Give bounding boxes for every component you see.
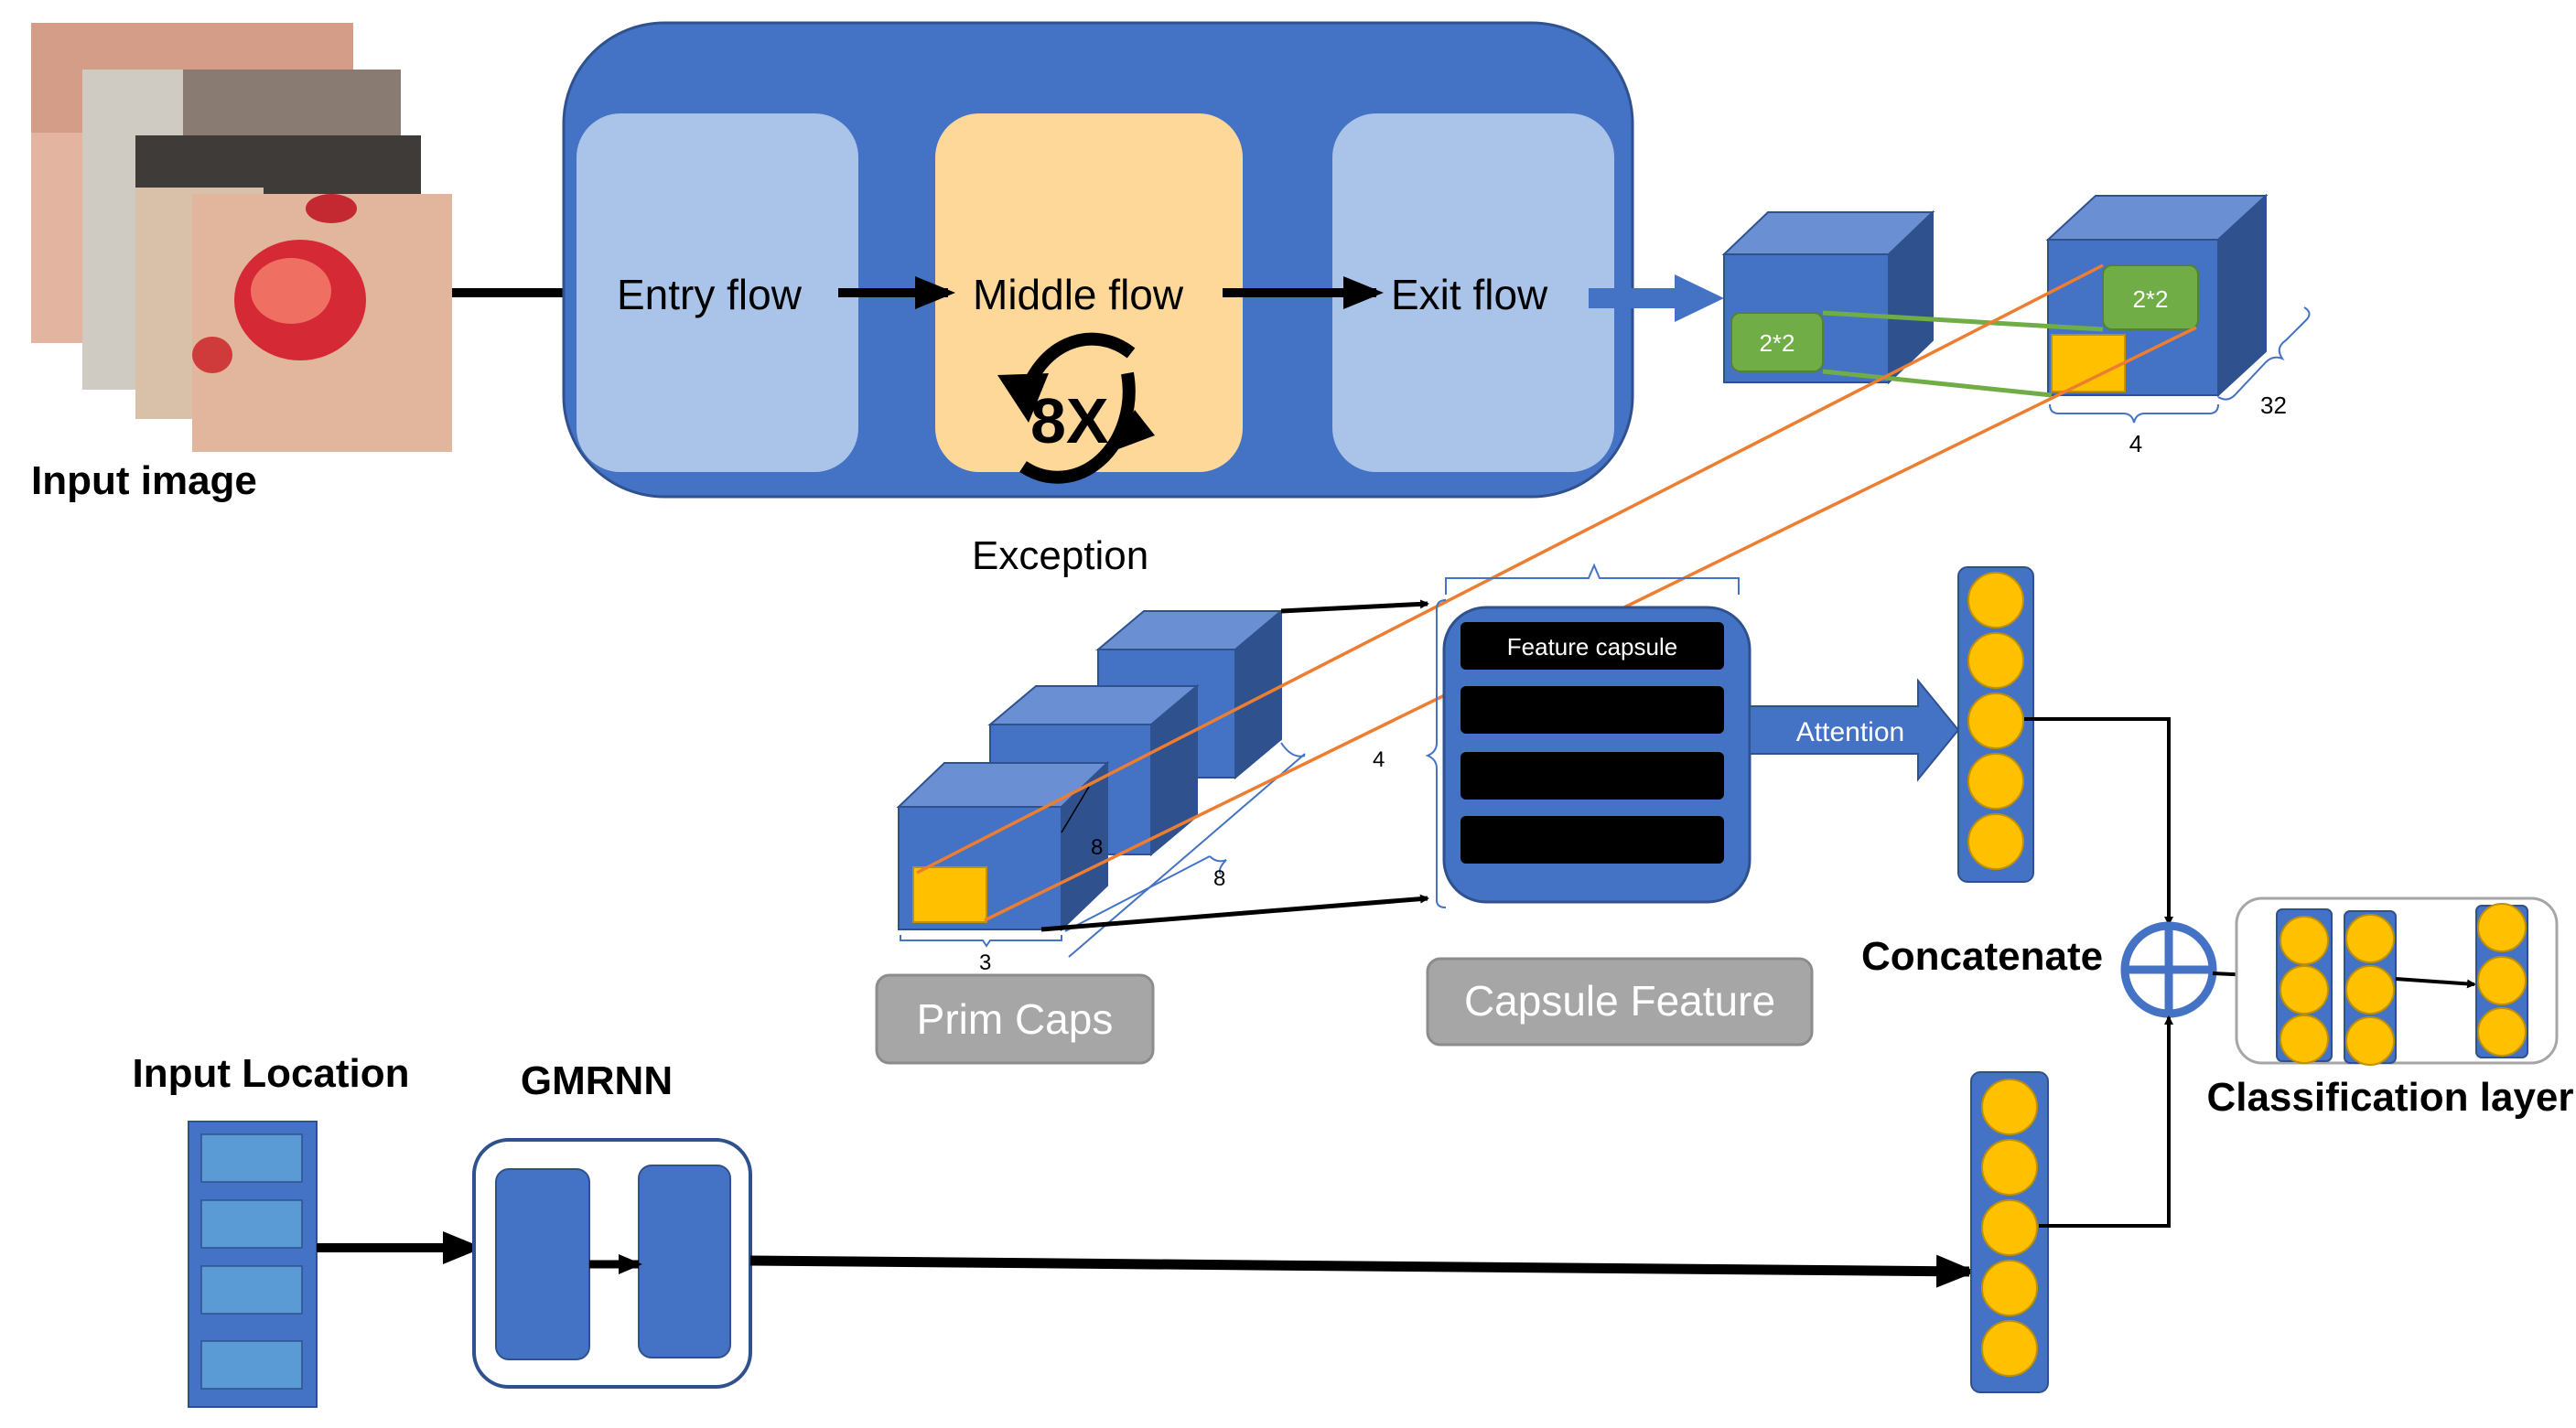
prim-width-brace [900, 935, 1062, 948]
prim-caps-cube-front [896, 760, 1110, 932]
capsule-row-4 [1460, 816, 1724, 864]
prim-caps-button [875, 973, 1155, 1065]
width-brace [2049, 403, 2219, 424]
entry-flow-box [577, 113, 858, 472]
exit-flow-label: Exit flow [1391, 271, 1548, 318]
middle-flow-label: Middle flow [973, 271, 1184, 318]
location-vector [1970, 1071, 2049, 1393]
capsule-feature-label: Capsule Feature [1464, 977, 1775, 1025]
width-dim-label: 4 [2129, 430, 2142, 457]
classification-label: Classification layer [2206, 1075, 2573, 1120]
prim-to-capsule-arrow-bottom [1040, 894, 1429, 932]
repeat-label: 8X [1030, 385, 1109, 456]
prim-yellow-patch [912, 866, 987, 923]
capsule-feature-button [1426, 957, 1814, 1047]
concatenate-icon [2120, 921, 2217, 1018]
orange-link-top [916, 263, 2104, 875]
xception-block: Entry flow Middle flow Exit flow 8X Exce… [562, 21, 1634, 578]
capsule-row-1 [1460, 622, 1724, 670]
green-link-bottom [1822, 369, 2053, 398]
entry-flow-label: Entry flow [617, 271, 803, 318]
capsule-row-2 [1460, 686, 1724, 734]
input-image-stack: Input image [31, 23, 611, 503]
prim-dim-c: 3 [979, 950, 991, 975]
exit-flow-box [1332, 113, 1614, 472]
attention-label: Attention [1796, 717, 1904, 747]
right-yellow-patch [2051, 334, 2126, 392]
feature-map-right: 2*2 [2045, 193, 2269, 398]
prim-dim-a: 8 [1091, 835, 1103, 860]
classifier-inner-arrow [2395, 977, 2476, 989]
left-kernel-label: 2*2 [1759, 329, 1795, 357]
left-kernel-box [1730, 312, 1824, 372]
depth-brace [2217, 306, 2311, 401]
prim-dim-b: 8 [1213, 866, 1225, 891]
green-link-top [1822, 310, 2104, 332]
attention-vector [1957, 566, 2034, 883]
input-image-label: Input image [31, 458, 257, 503]
attention-to-concat-arrow [2024, 717, 2173, 926]
capsule-width-brace [1445, 563, 1740, 595]
prim-to-capsule-arrow-top [1280, 599, 1429, 614]
gmrnn-to-vector-arrow [749, 1254, 1977, 1288]
xception-caption: Exception [972, 533, 1148, 578]
capsule-height-label: 4 [1373, 747, 1385, 772]
input-location-block [188, 1121, 318, 1408]
right-kernel-box [2102, 264, 2199, 330]
repeat-loop-icon [997, 332, 1155, 484]
classifier-column-2 [2344, 910, 2397, 1066]
classifier-column-3 [2475, 903, 2528, 1058]
depth-dim-label: 32 [2260, 392, 2287, 419]
gmrnn-label: GMRNN [521, 1058, 673, 1103]
classifier-column-1 [2276, 908, 2333, 1064]
capsule-height-brace [1425, 599, 1447, 908]
right-kernel-label: 2*2 [2132, 285, 2168, 313]
prim-caps-label: Prim Caps [917, 995, 1114, 1043]
feature-map-left: 2*2 [1721, 209, 1935, 385]
attention-arrow [1749, 678, 1960, 782]
exit-to-feature-arrow [1589, 274, 1724, 322]
location-to-concat-arrow [2039, 1015, 2173, 1228]
capsule-row-label: Feature capsule [1507, 633, 1677, 660]
capsule-row-3 [1460, 752, 1724, 800]
input-location-label: Input Location [132, 1051, 409, 1096]
concatenate-label: Concatenate [1861, 934, 2103, 979]
